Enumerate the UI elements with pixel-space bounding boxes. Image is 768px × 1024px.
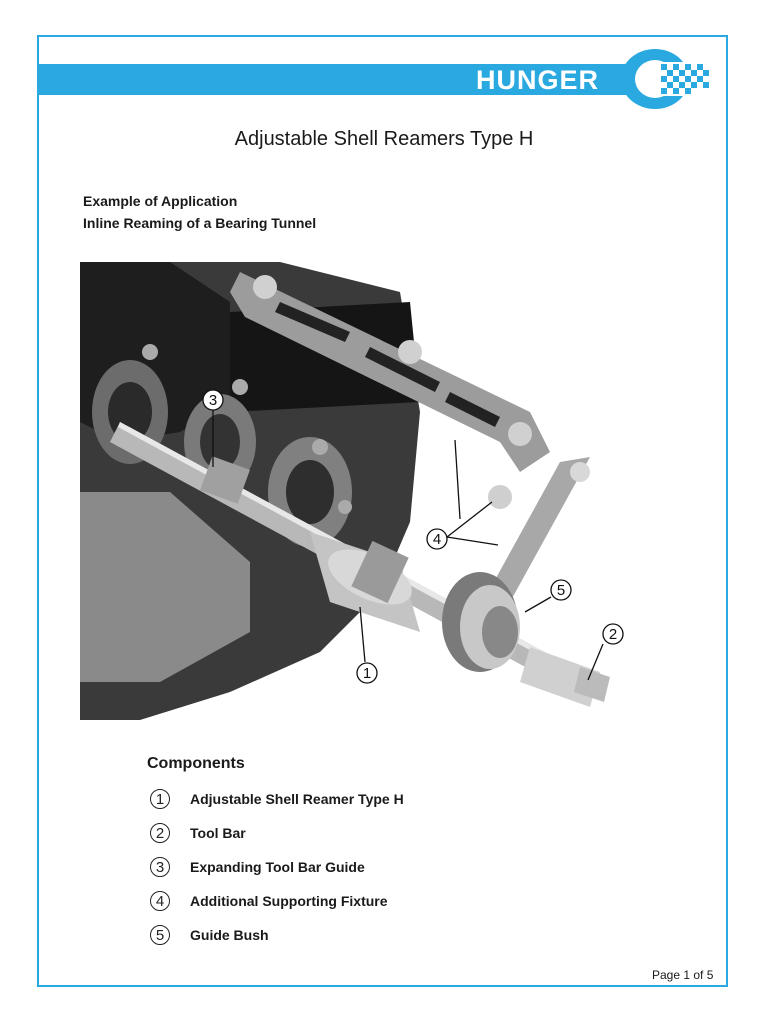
callout-2 (602, 623, 624, 645)
component-label: Tool Bar (190, 825, 246, 841)
component-number: 3 (150, 857, 170, 877)
component-label: Guide Bush (190, 927, 269, 943)
callout-5 (550, 579, 572, 601)
component-label: Expanding Tool Bar Guide (190, 859, 365, 875)
brand-logo-text: HUNGER (476, 65, 600, 95)
page-title: Adjustable Shell Reamers Type H (234, 128, 534, 150)
application-photo: 3 4 5 2 1 (80, 262, 720, 720)
component-item: 5 Guide Bush (150, 924, 269, 946)
callout-1-label: 1 (363, 665, 371, 682)
brand-logo-icon (621, 49, 713, 109)
component-label: Adjustable Shell Reamer Type H (190, 791, 404, 807)
callout-1 (356, 662, 378, 684)
component-item: 1 Adjustable Shell Reamer Type H (150, 788, 404, 810)
component-number: 4 (150, 891, 170, 911)
component-item: 2 Tool Bar (150, 822, 246, 844)
header-band (39, 64, 689, 95)
callout-3-label: 3 (209, 392, 217, 409)
subtitle-line-1: Example of Application (83, 193, 238, 209)
components-heading: Components (147, 755, 245, 772)
callout-4-label: 4 (433, 531, 441, 548)
component-number: 1 (150, 789, 170, 809)
component-label: Additional Supporting Fixture (190, 893, 388, 909)
page-number: Page 1 of 5 (652, 968, 714, 982)
component-item: 4 Additional Supporting Fixture (150, 890, 388, 912)
callout-4 (426, 528, 448, 550)
callout-3 (202, 389, 224, 411)
subtitle-line-2: Inline Reaming of a Bearing Tunnel (83, 215, 317, 231)
component-number: 5 (150, 925, 170, 945)
callout-5-label: 5 (557, 582, 565, 599)
callout-2-label: 2 (609, 626, 617, 643)
component-item: 3 Expanding Tool Bar Guide (150, 856, 365, 878)
component-number: 2 (150, 823, 170, 843)
page-frame (37, 35, 728, 987)
